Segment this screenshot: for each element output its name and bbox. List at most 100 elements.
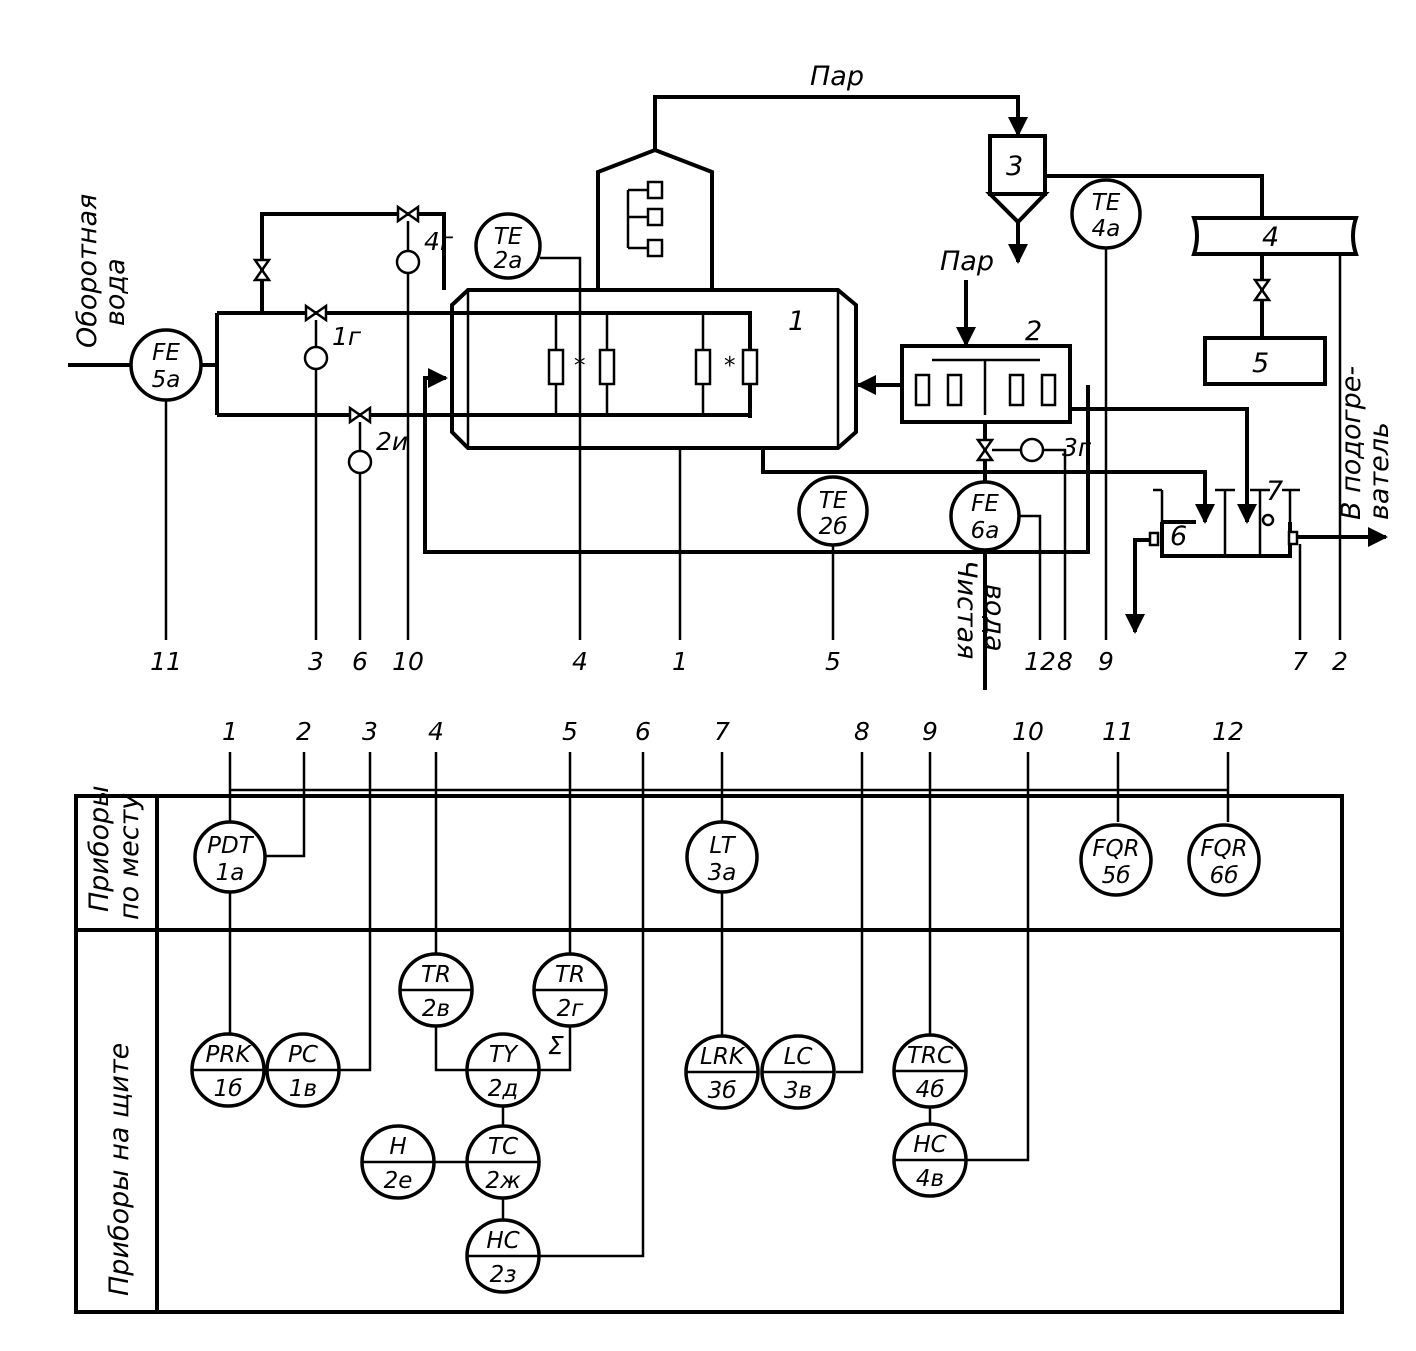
panel-line-number: 4 [428,717,444,746]
clean-water-label-2: вода [979,584,1010,652]
svg-text:2а: 2а [494,248,523,274]
sensor-te-2b: TE 2б [797,475,869,547]
to-heater-label-2: ватель [1364,422,1395,520]
instrument-pc-1v: PC 1в [265,1032,341,1108]
equipment-label-4: 4 [1262,222,1279,253]
instrument-ty-2d: TY 2д [465,1032,541,1108]
equipment-label-1: 1 [788,306,805,337]
instrument-trc-4b: TRC 4б [892,1033,968,1109]
panel-line-number: 12 [1212,717,1244,746]
svg-text:1а: 1а [216,860,245,886]
tank-5 [1203,336,1327,386]
recycled-water-label-1: Оборотная [72,194,103,348]
panel-line-number: 6 [635,717,651,746]
sensor-fe-5a: FE 5а [129,328,203,402]
line-number: 3 [308,647,324,676]
line-number: 7 [1292,647,1308,676]
instrument-lt-3a: LT 3а [685,820,759,894]
sensor-te-4a: TE 4а [1070,178,1142,250]
svg-text:3а: 3а [708,860,737,886]
to-heater-label-1: В подогре- [1336,366,1367,520]
svg-text:PC: PC [288,1042,318,1068]
panel-line-number: 5 [562,717,578,746]
line-number: 10 [392,647,424,676]
line-number: 9 [1098,647,1114,676]
svg-text:TE: TE [1092,190,1121,216]
svg-text:HC: HC [913,1132,946,1158]
panel-line-number: 10 [1012,717,1044,746]
svg-text:4а: 4а [1092,216,1121,242]
svg-text:2д: 2д [488,1076,519,1102]
valve-label-3g: 3г [1062,433,1092,462]
svg-text:3в: 3в [784,1078,812,1104]
svg-text:TR: TR [555,962,585,988]
svg-text:TE: TE [494,224,523,250]
svg-text:TR: TR [421,962,451,988]
svg-text:PRK: PRK [206,1042,253,1068]
valve-label-1g: 1г [332,322,362,351]
instrument-prk-1b: PRK 1б [190,1032,266,1108]
line-number: 11 [150,647,182,676]
svg-text:LC: LC [784,1044,813,1070]
sensor-te-2a: TE 2а [474,212,542,280]
separator-3 [988,134,1047,196]
equipment: * * 1 2 3 4 5 6 7 [450,134,1359,558]
line-number: 1 [672,647,688,676]
valve-label-4g: 4г [424,227,454,256]
instrument-hc-4v: HC 4в [892,1122,968,1198]
svg-text:TY: TY [489,1042,519,1068]
line-number: 2 [1332,647,1348,676]
svg-text:PDT: PDT [207,833,255,859]
valves: 4г 1г 2и 3г [253,205,1271,475]
svg-text:FE: FE [152,340,180,366]
panel-line-number: 2 [296,717,312,746]
svg-text:4в: 4в [916,1166,944,1192]
field-sensors: FE 5а TE 2а TE 2б FE 6а TE 4а [129,178,1142,552]
panel-line-number: 11 [1102,717,1134,746]
panel-instruments: PRK 1б PC 1в TR 2в TR 2г Σ TY 2д [190,952,968,1294]
svg-text:FE: FE [971,491,999,517]
svg-text:1б: 1б [214,1076,243,1102]
panel-line-number: 9 [922,717,938,746]
panel-line-number: 7 [714,717,730,746]
panel-line-numbers: 1 2 3 4 5 6 7 8 9 10 11 12 [222,717,1244,746]
svg-text:5б: 5б [1102,863,1131,889]
svg-text:1в: 1в [289,1076,317,1102]
recycled-water-label-2: вода [100,258,131,326]
panel-line-number: 8 [854,717,870,746]
instrument-hc-2z: HC 2з [465,1218,541,1294]
signal-lines-upper [164,248,1342,640]
local-instruments: PDT 1а LT 3а FQR 5б FQR 6б [193,820,1261,897]
svg-text:2з: 2з [490,1262,517,1288]
line-number: 8 [1057,647,1073,676]
flow-labels: Пар Пар Оборотная вода Чистая вода В под… [72,61,1395,659]
svg-text:TE: TE [819,488,848,514]
line-number: 5 [825,647,841,676]
svg-text:*: * [724,353,736,379]
steam-label-top: Пар [810,61,864,92]
svg-text:6а: 6а [971,518,1000,544]
instrument-fqr-6b: FQR 6б [1187,823,1261,897]
panel-line-number: 1 [222,717,238,746]
svg-text:FQR: FQR [1092,836,1139,862]
svg-text:2е: 2е [384,1168,413,1194]
process-lines [68,95,1388,690]
equipment-label-2: 2 [1025,316,1042,347]
instrument-fqr-5b: FQR 5б [1079,823,1153,897]
equipment-label-6: 6 [1170,521,1187,552]
svg-text:TRC: TRC [907,1043,953,1069]
svg-text:LT: LT [709,833,736,859]
section-local-line-2: по месту [114,793,145,920]
svg-text:2в: 2в [422,996,450,1022]
section-panel-title: Приборы на щите [104,1043,135,1296]
svg-text:2г: 2г [557,996,585,1022]
svg-text:LRK: LRK [700,1044,746,1070]
valve-label-2i: 2и [376,427,408,456]
section-local-line-1: Приборы [84,785,115,912]
clean-water-label-1: Чистая [951,560,982,659]
instrument-tr-2g: TR 2г [532,952,608,1028]
sum-symbol: Σ [548,1031,564,1060]
svg-text:2б: 2б [819,514,848,540]
instrument-lrk-3b: LRK 3б [684,1034,760,1110]
